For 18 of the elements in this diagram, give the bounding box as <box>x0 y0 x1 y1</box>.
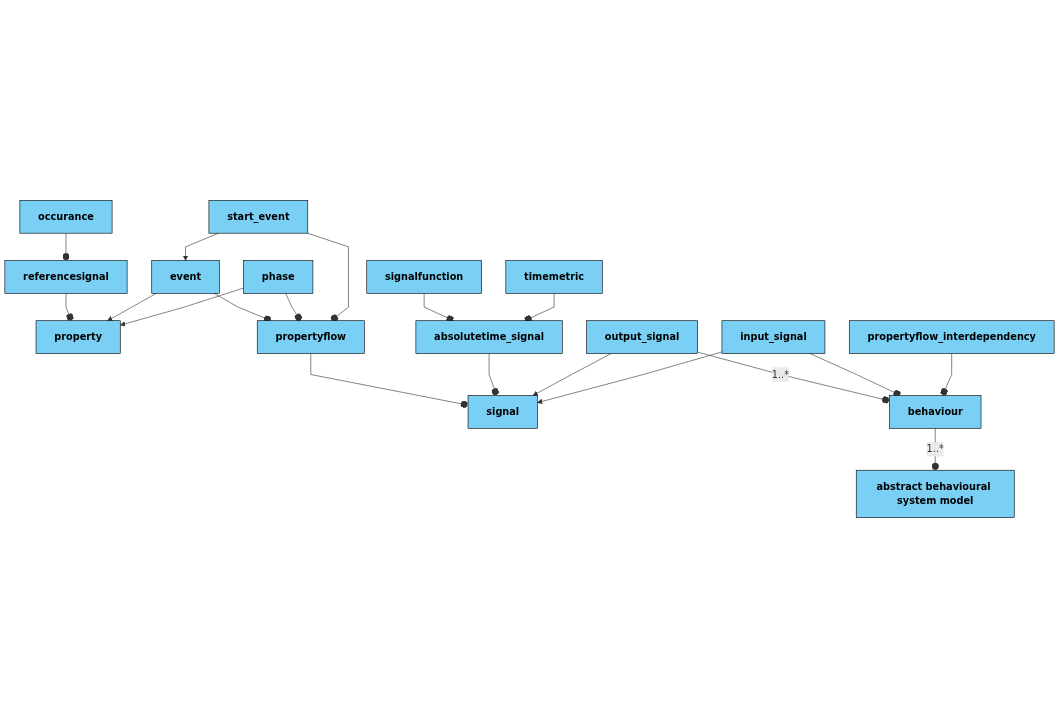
node-box: abstract behavioural system model <box>855 469 1015 518</box>
edge-label: 1..* <box>771 368 790 380</box>
node-box: start_event <box>208 200 309 234</box>
node-box: behaviour <box>889 395 982 429</box>
node-box: propertyflow_interdependency <box>848 320 1055 354</box>
node-box: referencesignal <box>4 260 128 294</box>
node-box: timemetric <box>505 260 603 294</box>
edge-label: 1..* <box>926 443 944 455</box>
node-box: absolutetime_signal <box>415 320 563 354</box>
node-box: input_signal <box>721 320 826 354</box>
node-box: event <box>151 260 220 294</box>
node-box: phase <box>243 260 314 294</box>
node-box: propertyflow <box>256 320 365 354</box>
node-box: signalfunction <box>366 260 482 294</box>
node-box: property <box>35 320 121 354</box>
node-box: signal <box>467 395 538 429</box>
node-box: output_signal <box>586 320 698 354</box>
node-box: occurance <box>19 200 113 234</box>
